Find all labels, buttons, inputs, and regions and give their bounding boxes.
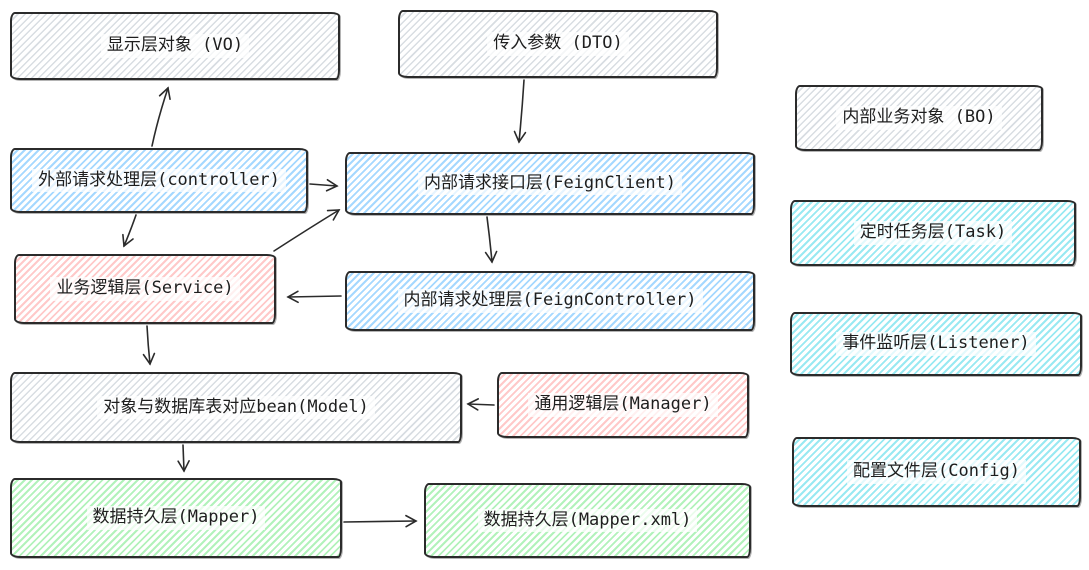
node-manager-label: 通用逻辑层(Manager) — [528, 393, 718, 417]
node-controller-label: 外部请求处理层(controller) — [32, 168, 286, 193]
node-listener-label: 事件监听层(Listener) — [836, 332, 1036, 356]
node-mapper-xml-label: 数据持久层(Mapper.xml) — [477, 508, 698, 533]
node-config-label: 配置文件层(Config) — [847, 460, 1026, 484]
arrow-service-to-feign-client — [273, 209, 341, 252]
arrow-model-to-mapper — [177, 444, 190, 473]
node-mapper-label: 数据持久层(Mapper) — [86, 506, 266, 530]
node-controller: 外部请求处理层(controller) — [10, 148, 308, 213]
node-config: 配置文件层(Config) — [792, 437, 1081, 507]
node-vo-label: 显示层对象 (VO) — [100, 34, 250, 58]
arrow-controller-to-service — [122, 214, 137, 248]
arrow-dto-to-feign-client — [513, 79, 527, 144]
node-bo-label: 内部业务对象 (BO) — [836, 106, 1002, 130]
arrow-controller-to-vo — [151, 86, 171, 147]
node-bo: 内部业务对象 (BO) — [795, 85, 1043, 151]
node-manager: 通用逻辑层(Manager) — [497, 372, 749, 438]
arrow-mapper-to-mapper-xml — [343, 514, 418, 528]
arrow-feign-controller-to-service — [286, 290, 342, 304]
node-feign-controller: 内部请求处理层(FeignController) — [345, 271, 755, 331]
arrow-controller-to-feign-client — [309, 178, 339, 192]
node-feign-client-label: 内部请求接口层(FeignClient) — [417, 171, 683, 196]
arrow-service-to-model — [142, 325, 156, 366]
node-dto-label: 传入参数 (DTO) — [487, 32, 629, 56]
node-task-label: 定时任务层(Task) — [853, 221, 1013, 245]
node-mapper: 数据持久层(Mapper) — [10, 478, 342, 558]
node-vo: 显示层对象 (VO) — [10, 12, 340, 80]
node-service: 业务逻辑层(Service) — [14, 254, 276, 324]
node-listener: 事件监听层(Listener) — [790, 312, 1082, 376]
arrow-manager-to-model — [466, 398, 495, 411]
node-service-label: 业务逻辑层(Service) — [50, 277, 240, 301]
node-task: 定时任务层(Task) — [790, 200, 1076, 266]
arrow-feign-client-to-feign-controller — [484, 216, 498, 264]
node-model: 对象与数据库表对应bean(Model) — [10, 372, 462, 443]
node-mapper-xml: 数据持久层(Mapper.xml) — [424, 483, 751, 558]
node-model-label: 对象与数据库表对应bean(Model) — [97, 395, 375, 420]
node-feign-controller-label: 内部请求处理层(FeignController) — [397, 289, 703, 313]
node-dto: 传入参数 (DTO) — [398, 10, 718, 78]
node-feign-client: 内部请求接口层(FeignClient) — [345, 152, 755, 215]
